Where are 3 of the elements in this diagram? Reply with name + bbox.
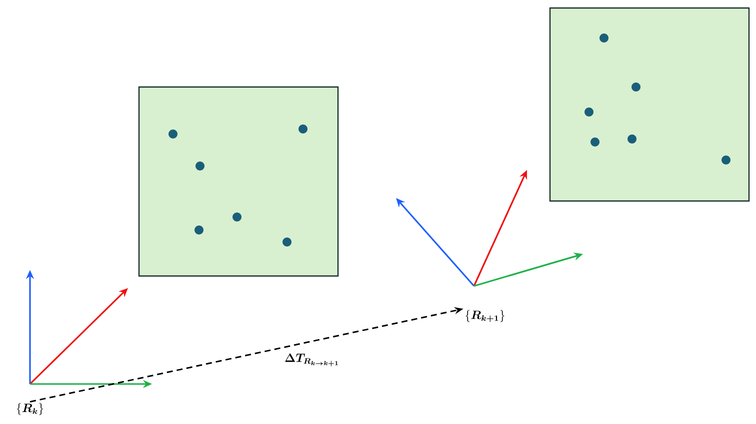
frame-label: $\{\boldsymbol{R}_{\boldsymbol{k}}\}$ [16,403,44,415]
edge-label: $\boldsymbol{\Delta T}_{\boldsymbol{R}_{\boldsymbol{k\rightarrow k+1}}}$ [285,354,338,366]
frame-label: $\{\boldsymbol{R}_{\boldsymbol{k+1}}\}$ [466,310,504,322]
